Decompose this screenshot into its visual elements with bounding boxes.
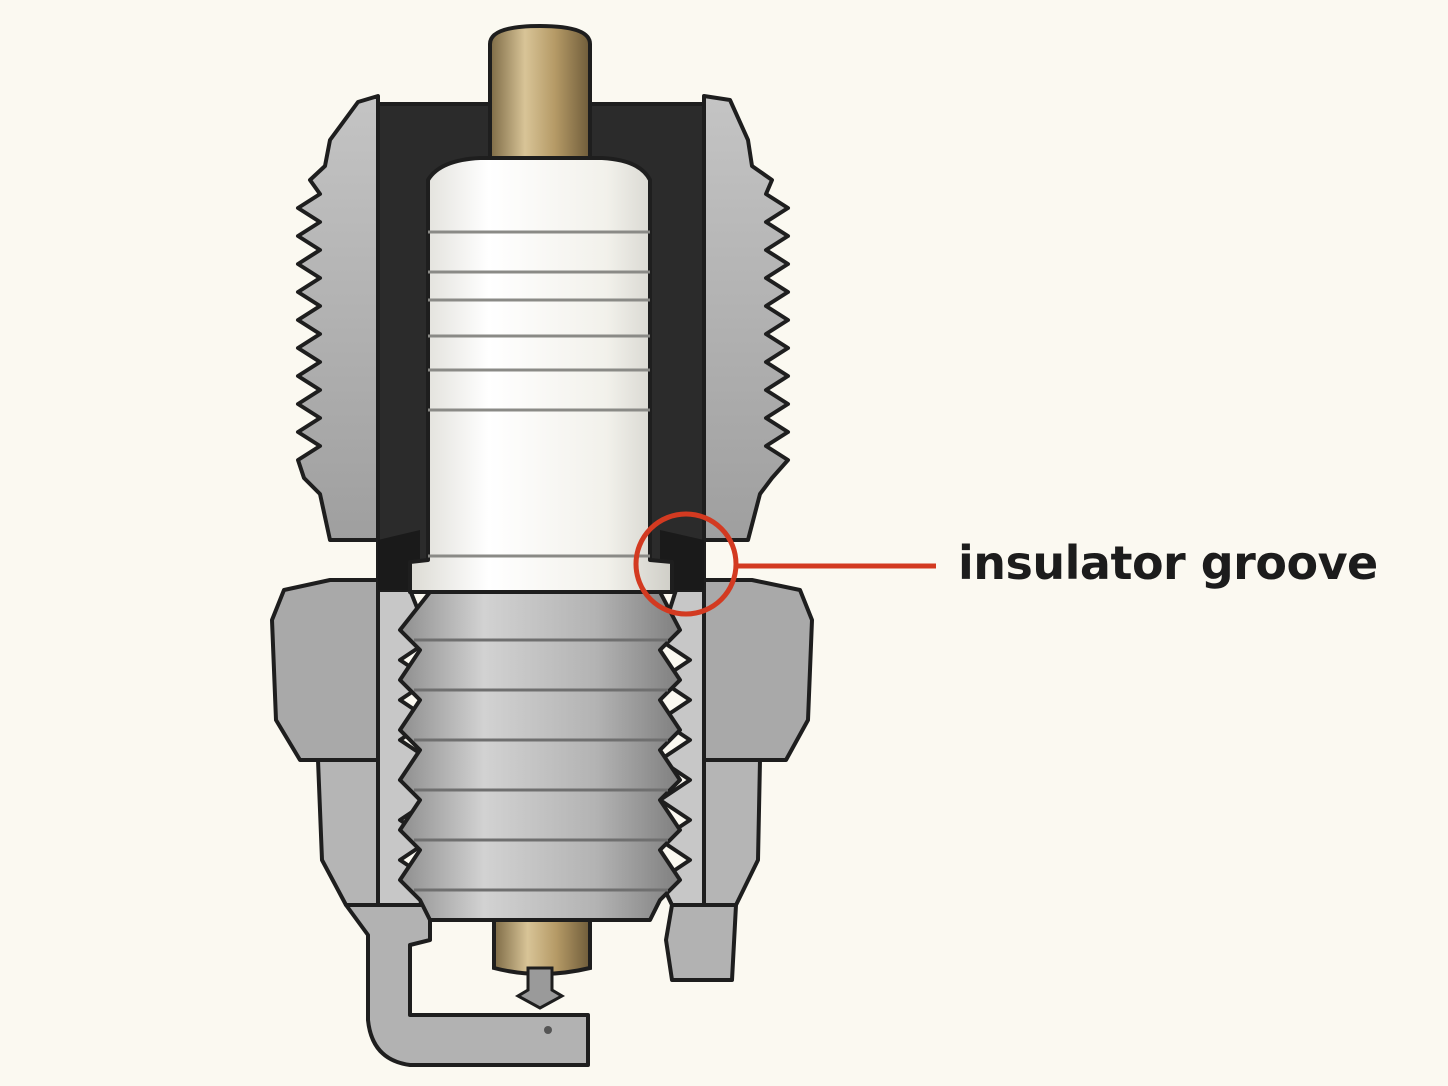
- terminal-stud: [488, 23, 592, 162]
- center-electrode-body: [398, 590, 682, 922]
- shell-right-half: [658, 94, 814, 982]
- callout-label: insulator groove: [958, 536, 1378, 590]
- electrode-tip: [492, 918, 592, 1010]
- callout-marker: [633, 511, 936, 617]
- ceramic-insulator: [408, 156, 674, 594]
